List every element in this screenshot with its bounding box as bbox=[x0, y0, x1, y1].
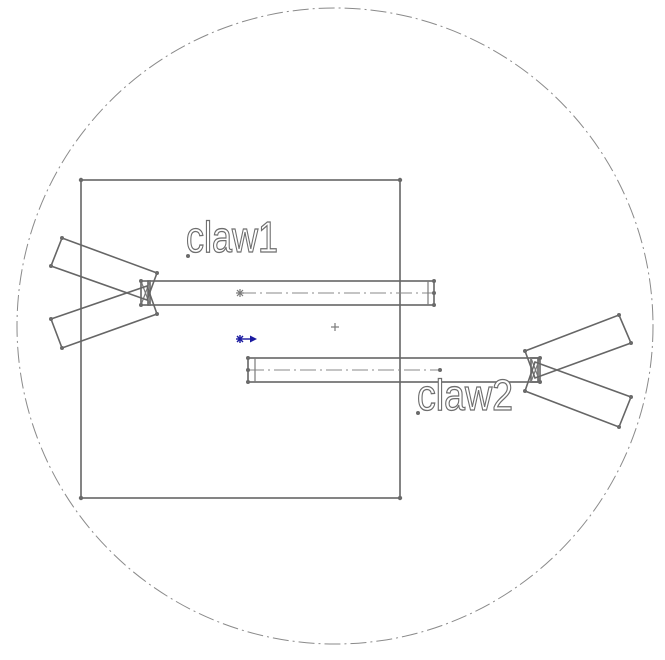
claw2-assembly[interactable]: claw2 bbox=[246, 313, 633, 429]
claw2-finger-lower[interactable] bbox=[523, 360, 633, 429]
center-cross-icon bbox=[331, 323, 339, 331]
construction-circle[interactable] bbox=[16, 7, 654, 645]
claw2-label[interactable]: claw2 bbox=[416, 370, 513, 420]
base-square[interactable] bbox=[80, 179, 401, 499]
origin-axis-icon[interactable] bbox=[236, 335, 257, 343]
base-square-vertices bbox=[78, 177, 403, 501]
claw1-assembly[interactable]: claw1 bbox=[49, 212, 436, 350]
claw1-arm-midpoint bbox=[236, 289, 244, 297]
claw2-finger-upper[interactable] bbox=[523, 313, 633, 380]
claw1-label[interactable]: claw1 bbox=[185, 212, 278, 262]
claw1-finger-upper[interactable] bbox=[49, 236, 159, 302]
